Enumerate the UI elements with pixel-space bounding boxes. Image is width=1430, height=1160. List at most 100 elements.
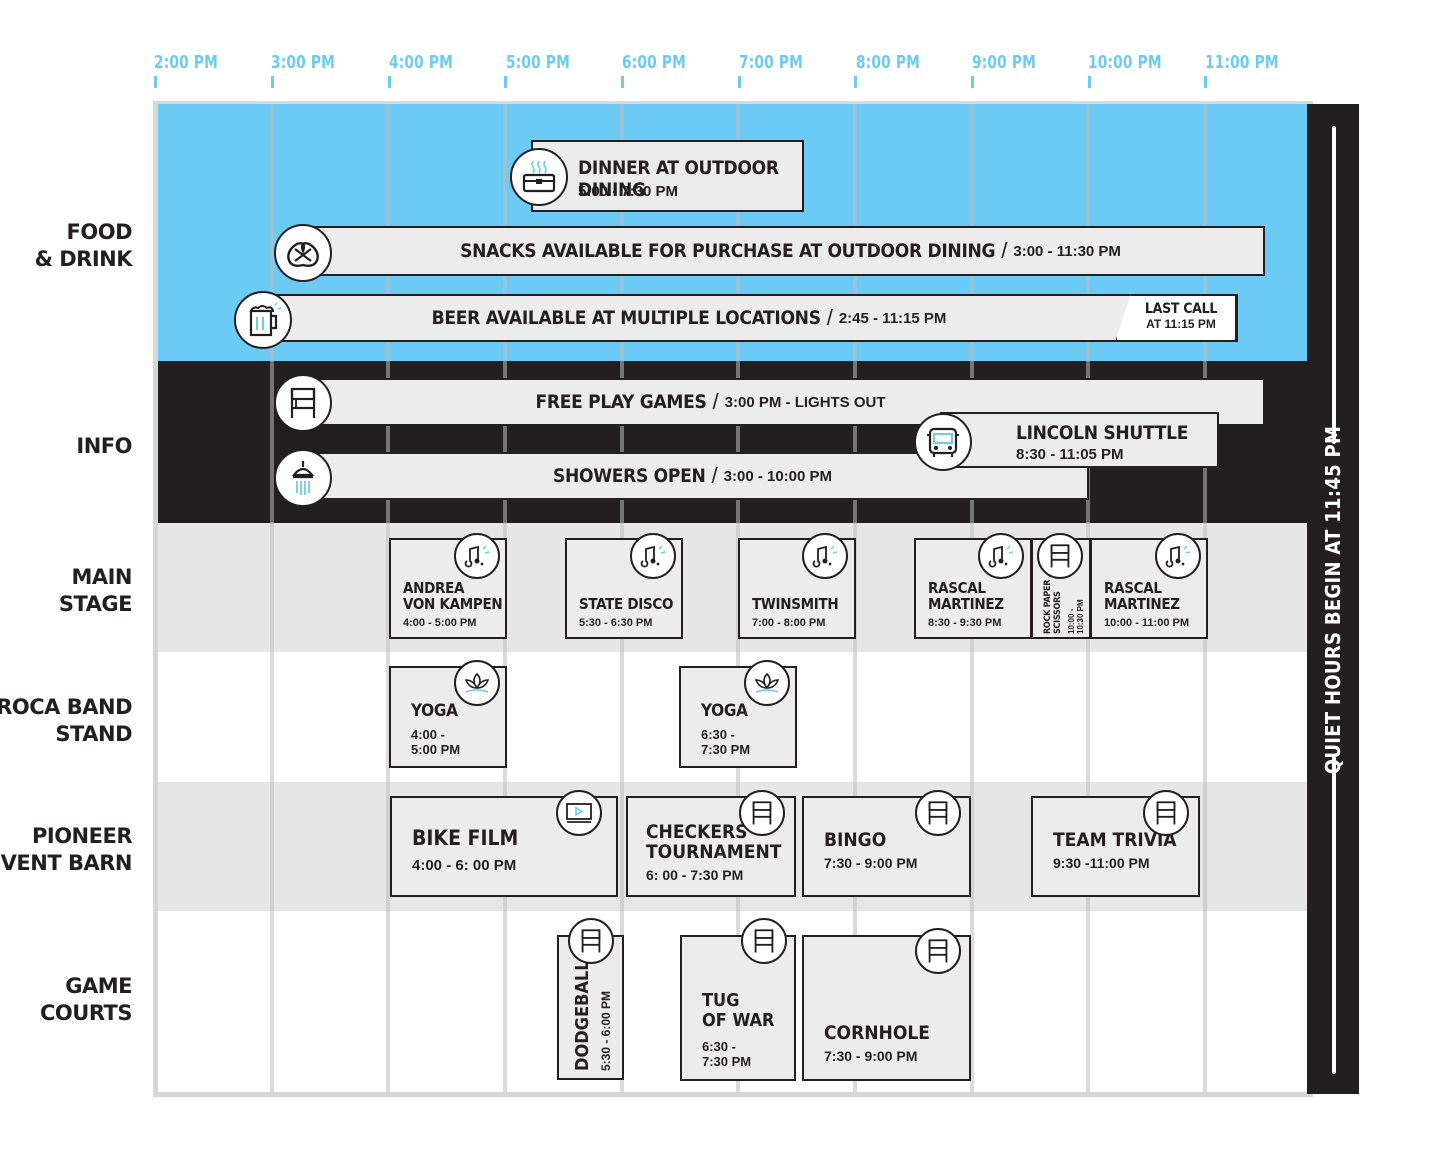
snacks-title: SNACKS AVAILABLE FOR PURCHASE AT OUTDOOR…	[460, 240, 996, 262]
separator: /	[711, 463, 718, 488]
barn-card: BIKE FILM 4:00 - 6: 00 PM	[390, 796, 618, 897]
grid-line	[270, 104, 274, 1094]
event-time: 9:30 -11:00 PM	[1053, 855, 1150, 871]
game-stand-icon	[568, 918, 614, 964]
separator: /	[826, 305, 833, 330]
act-name: RASCAL MARTINEZ	[928, 579, 1004, 613]
quiet-hours-label: QUIET HOURS BEGIN AT 11:45 PM	[1321, 425, 1345, 775]
last-call-tag: LAST CALL AT 11:15 PM	[1115, 294, 1237, 342]
quiet-line-bottom	[1332, 756, 1336, 1074]
tick-mark	[271, 76, 274, 88]
event-name: TUG OF WAR	[702, 990, 775, 1031]
event-name: YOGA	[701, 701, 748, 721]
quiet-line-top	[1332, 126, 1336, 444]
music-notes-icon	[802, 533, 848, 579]
tick-mark	[738, 76, 741, 88]
act-name: TWINSMITH	[752, 595, 839, 613]
bus-icon	[914, 413, 972, 471]
tick-mark	[1204, 76, 1207, 88]
event-time: 4:00 - 5:00 PM	[411, 727, 461, 757]
stage-card: RASCAL MARTINEZ 10:00 - 11:00 PM	[1090, 538, 1208, 639]
shuttle-time: 8:30 - 11:05 PM	[1016, 446, 1124, 463]
tick-label: 5:00 PM	[506, 52, 571, 73]
shower-icon	[274, 449, 332, 507]
event-time: 7:30 - 9:00 PM	[824, 855, 918, 871]
event-name: CHECKERS TOURNAMENT	[646, 821, 782, 863]
frame-bottom	[153, 1092, 1313, 1097]
music-notes-icon	[454, 533, 500, 579]
event-name: BIKE FILM	[412, 826, 519, 850]
beer-time: 2:45 - 11:15 PM	[838, 309, 947, 327]
tick-label: 2:00 PM	[154, 52, 219, 73]
free-play-title: FREE PLAY GAMES	[535, 391, 707, 413]
snacks-bar: SNACKS AVAILABLE FOR PURCHASE AT OUTDOOR…	[296, 226, 1265, 276]
game-stand-icon	[1037, 533, 1083, 579]
act-name: STATE DISCO	[579, 595, 674, 613]
event-time: 6: 00 - 7:30 PM	[646, 867, 744, 883]
dinner-time: 5:00 - 7:30 PM	[578, 183, 679, 200]
row-label-food: FOOD & DRINK	[34, 220, 133, 271]
dinner-bar: DINNER AT OUTDOOR DINING 5:00 - 7:30 PM	[531, 140, 804, 212]
stage-card: TWINSMITH 7:00 - 8:00 PM	[738, 538, 856, 639]
event-name: DODGEBALL	[572, 960, 593, 1071]
music-notes-icon	[630, 533, 676, 579]
tick-mark	[854, 76, 857, 88]
event-name: BINGO	[824, 829, 887, 851]
tick-mark	[504, 76, 507, 88]
game-stand-icon	[741, 918, 787, 964]
event-time: 6:30 - 7:30 PM	[702, 1039, 752, 1069]
lotus-icon	[744, 660, 790, 706]
row-label-pioneer: PIONEER EVENT BARN	[0, 824, 133, 875]
tick-mark	[154, 76, 157, 88]
tick-mark	[1088, 76, 1091, 88]
last-call-time: AT 11:15 PM	[1146, 317, 1216, 331]
tick-label: 7:00 PM	[739, 52, 804, 73]
event-name: YOGA	[411, 701, 458, 721]
music-notes-icon	[978, 533, 1024, 579]
tick-label: 6:00 PM	[622, 52, 687, 73]
last-call-label: LAST CALL	[1144, 301, 1218, 317]
beer-mug-icon	[234, 291, 292, 349]
tick-label: 10:00 PM	[1088, 52, 1162, 73]
shuttle-title: LINCOLN SHUTTLE	[1016, 422, 1189, 444]
act-name: ANDREA VON KAMPEN	[403, 579, 503, 613]
tick-mark	[388, 76, 391, 88]
tick-label: 3:00 PM	[271, 52, 336, 73]
act-time: 7:00 - 8:00 PM	[752, 617, 826, 629]
event-time: 5:30 - 6:00 PM	[599, 990, 613, 1071]
act-time: 4:00 - 5:00 PM	[403, 617, 477, 629]
act-time: 5:30 - 6:30 PM	[579, 617, 653, 629]
row-label-info: INFO	[76, 434, 132, 458]
event-time: 4:00 - 6: 00 PM	[412, 857, 517, 874]
showers-time: 3:00 - 10:00 PM	[723, 467, 833, 485]
dinner-title: DINNER AT OUTDOOR DINING	[578, 157, 779, 201]
tick-label: 8:00 PM	[856, 52, 921, 73]
showers-title: SHOWERS OPEN	[552, 465, 706, 487]
game-stand-icon	[274, 374, 332, 432]
frame-left	[153, 104, 158, 1094]
tick-label: 9:00 PM	[972, 52, 1037, 73]
lotus-icon	[454, 660, 500, 706]
act-name: ROCK PAPER SCISSORS	[1043, 579, 1063, 634]
separator: /	[712, 389, 719, 414]
free-play-time: 3:00 PM - LIGHTS OUT	[724, 393, 886, 411]
beer-title: BEER AVAILABLE AT MULTIPLE LOCATIONS	[431, 307, 821, 329]
game-stand-icon	[915, 928, 961, 974]
takeout-box-icon	[510, 148, 568, 206]
row-label-courts: GAME COURTS	[40, 974, 133, 1025]
act-time: 10:00 - 11:00 PM	[1104, 617, 1189, 629]
act-time: 8:30 - 9:30 PM	[928, 617, 1002, 629]
act-name: RASCAL MARTINEZ	[1104, 579, 1180, 613]
tick-label: 11:00 PM	[1205, 52, 1279, 73]
yoga-card: YOGA 6:30 - 7:30 PM	[679, 666, 797, 768]
tick-mark	[971, 76, 974, 88]
movie-screen-icon	[556, 790, 602, 836]
pretzel-icon	[274, 224, 332, 282]
stage-card: RASCAL MARTINEZ 8:30 - 9:30 PM	[914, 538, 1032, 639]
separator: /	[1001, 238, 1008, 263]
tick-label: 4:00 PM	[389, 52, 454, 73]
row-label-roca: ROCA BAND STAND	[0, 695, 132, 746]
event-name: CORNHOLE	[824, 1022, 930, 1044]
music-notes-icon	[1155, 533, 1201, 579]
game-stand-icon	[739, 790, 785, 836]
